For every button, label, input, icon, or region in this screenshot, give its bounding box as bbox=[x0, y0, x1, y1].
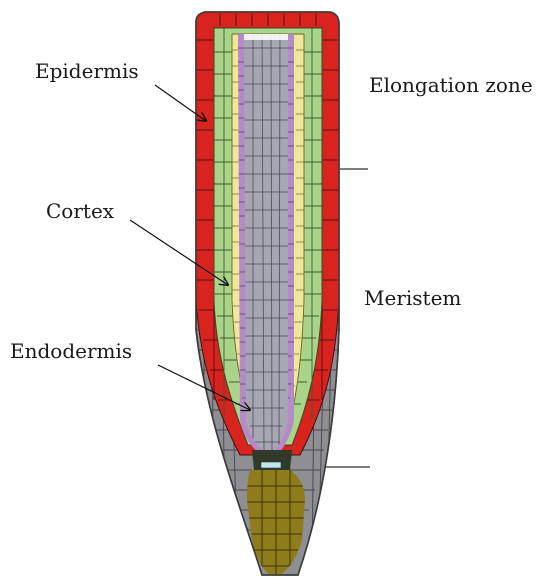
root-tip bbox=[196, 12, 339, 578]
quiescent-center bbox=[261, 462, 281, 468]
vascular-cylinder bbox=[240, 30, 292, 470]
label-elongation-zone: Elongation zone bbox=[369, 73, 533, 97]
label-endodermis: Endodermis bbox=[10, 339, 132, 363]
label-meristem: Meristem bbox=[364, 286, 461, 310]
label-epidermis: Epidermis bbox=[35, 59, 139, 83]
label-cortex: Cortex bbox=[46, 199, 115, 223]
